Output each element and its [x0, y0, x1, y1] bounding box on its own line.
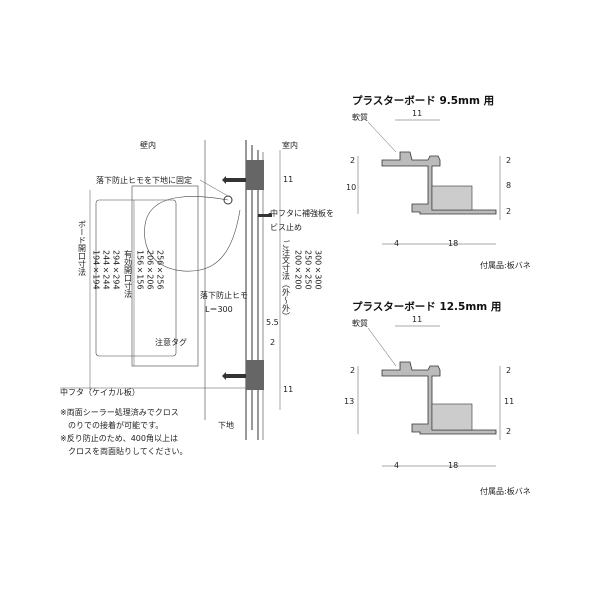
reinforce-label-2: ビス止め	[270, 222, 302, 232]
profile-95-dim-bottom-4: 4	[394, 239, 399, 248]
order-size-2: 250×250	[304, 250, 313, 290]
substrate-label: 下地	[218, 420, 234, 430]
effective-size-1: 156×156	[136, 250, 145, 290]
profile-9-5mm: プラスターボード 9.5mm 用 軟質 11 2 10 2 8 2 4 18 付…	[346, 94, 531, 270]
profile-125-dim-bottom-18: 18	[448, 461, 458, 470]
leader-line	[199, 179, 229, 197]
profile-95-dim-bottom-18: 18	[448, 239, 458, 248]
profile-125-dim-left-13: 13	[344, 397, 354, 406]
board-size-3: 294×294	[112, 250, 121, 290]
order-size-label: ご注文寸法（外〜外）	[282, 239, 291, 320]
effective-size-3: 256×256	[156, 250, 165, 290]
dim-2: 2	[270, 338, 275, 347]
profile-125-dim-left-2: 2	[350, 366, 355, 375]
note-line-2: のりでの接着が可能です。	[60, 420, 163, 430]
reinforce-screw	[258, 213, 272, 217]
board-size-1: 194×194	[92, 250, 101, 290]
dim-11-top: 11	[283, 175, 293, 184]
profile-12-5mm: プラスターボード 12.5mm 用 軟質 11 2 13 2 11 2 4 18…	[344, 300, 531, 496]
leader-line	[367, 121, 397, 153]
fall-string-path	[144, 196, 241, 272]
profile-125-spring	[431, 403, 473, 431]
profile-95-accessory: 付属品:板バネ	[480, 260, 531, 270]
note-line-4: クロスを両面貼りしてください。	[60, 446, 188, 456]
dim-5-5: 5.5	[266, 318, 279, 327]
order-size-1: 200×200	[294, 250, 303, 290]
profile-95-soft-label: 軟質	[352, 112, 368, 122]
lid-outline	[131, 185, 199, 367]
leader-line	[367, 327, 397, 367]
string-length-label: L＝300	[205, 305, 233, 314]
profile-125-dim-bottom-4: 4	[394, 461, 399, 470]
profile-95-dim-11: 11	[412, 109, 422, 118]
board-opening-label: ボード開口寸法	[78, 220, 87, 277]
profile-125-title: プラスターボード 12.5mm 用	[352, 300, 501, 313]
reinforce-label-1: 中フタに補強板を	[270, 208, 334, 218]
note-line-1: ※両面シーラー処理済みでクロス	[60, 407, 179, 417]
profile-95-spring	[431, 185, 473, 211]
note-line-3: ※反り防止のため、400角以上は	[60, 433, 178, 443]
inner-lid-label: 中フタ（ケイカル板）	[60, 387, 140, 397]
effective-size-2: 206×206	[146, 250, 155, 290]
profile-95-dim-left-10: 10	[346, 183, 356, 192]
profile-95-title: プラスターボード 9.5mm 用	[352, 94, 494, 107]
order-size-3: 300×300	[314, 250, 323, 290]
fall-string-label: 落下防止ヒモ	[200, 290, 248, 300]
dim-11-bottom: 11	[283, 385, 293, 394]
board-panel	[95, 199, 177, 357]
room-inside-label: 室内	[282, 140, 298, 150]
profile-125-dim-right-2b: 2	[506, 427, 511, 436]
bottom-screw	[222, 372, 246, 380]
effective-opening-label: 有効開口寸法	[124, 249, 133, 299]
wall-inside-label: 壁内	[140, 140, 156, 150]
fall-string-fix-label: 落下防止ヒモを下地に固定	[96, 175, 192, 185]
profile-95-dim-right-2a: 2	[506, 156, 511, 165]
profile-125-accessory: 付属品:板バネ	[480, 486, 531, 496]
profile-95-dim-right-8: 8	[506, 181, 511, 190]
profile-95-dim-left-2: 2	[350, 156, 355, 165]
top-frame-block	[246, 160, 264, 190]
top-screw	[222, 176, 246, 184]
profile-95-dim-right-2b: 2	[506, 207, 511, 216]
profile-125-soft-label: 軟質	[352, 318, 368, 328]
installation-section: 壁内 室内 落下防止ヒモを下地に固定	[60, 140, 334, 456]
profile-125-dim-right-2a: 2	[506, 366, 511, 375]
profile-125-shape	[381, 361, 497, 435]
bottom-frame-block	[246, 360, 264, 390]
board-size-2: 244×244	[102, 250, 111, 290]
profile-125-dim-right-11: 11	[504, 397, 514, 406]
caution-tag-label: 注意タグ	[155, 337, 187, 347]
profile-125-dim-11: 11	[412, 315, 422, 324]
